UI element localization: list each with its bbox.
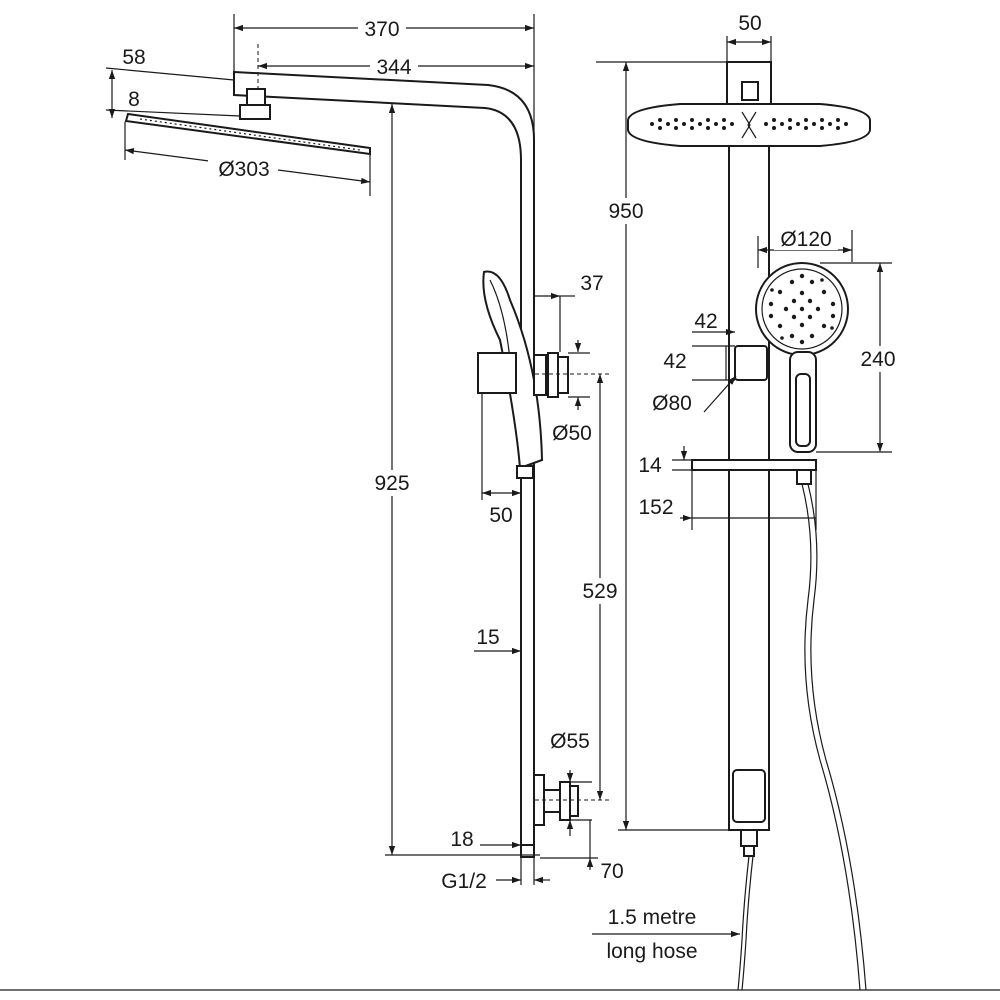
front-inlet [740, 829, 758, 847]
side-arm [233, 70, 535, 846]
front-handshower [755, 262, 849, 453]
dim-arm-length: 344 [376, 56, 411, 79]
dim-holder-depth: 50 [489, 504, 512, 527]
front-hose [737, 483, 867, 991]
dim-handshower-diameter: Ø120 [780, 228, 831, 251]
front-rail [728, 145, 770, 831]
dim-total-height-front: 950 [608, 200, 643, 223]
hose-label-line1: 1.5 metre [608, 906, 697, 929]
dim-inlet-projection: 70 [600, 860, 623, 883]
dim-total-width: 370 [364, 18, 399, 41]
front-overhead-head [627, 103, 871, 147]
dim-head-drop: 58 [122, 46, 145, 69]
dim-handshower-length: 240 [860, 348, 895, 371]
dim-bottom-bracket-diameter: Ø55 [550, 730, 590, 753]
side-head-nut [239, 104, 271, 120]
dim-holder-plate-diameter: Ø80 [652, 392, 692, 415]
dim-holder-spacing: 529 [582, 580, 617, 603]
dim-total-height-side: 925 [374, 472, 409, 495]
dim-bottom-offset: 18 [450, 828, 473, 851]
dim-head-diameter: Ø303 [218, 158, 269, 181]
dim-shelf-thickness: 14 [638, 454, 662, 477]
side-view: 370 344 58 8 Ø303 925 37 Ø50 [105, 14, 624, 893]
dim-holder-height-a: 42 [694, 310, 717, 333]
dim-holder-offset: 37 [580, 272, 603, 295]
dim-head-thickness: 8 [128, 88, 140, 111]
dim-holder-height-b: 42 [663, 350, 686, 373]
dim-shelf-width: 152 [638, 496, 673, 519]
front-hose-connector [796, 469, 812, 485]
side-head-connector [246, 88, 266, 106]
front-holder [734, 345, 768, 381]
front-shelf [691, 459, 817, 471]
side-hose-connector [516, 465, 534, 479]
dim-holder-diameter: Ø50 [552, 422, 592, 445]
dim-rail-diameter: 15 [476, 626, 499, 649]
front-head-nozzles [650, 118, 848, 130]
front-view: 50 950 Ø120 240 42 42 Ø80 14 [0, 12, 1000, 991]
dim-rail-width-top: 50 [738, 12, 761, 35]
side-holder [477, 352, 517, 394]
hose-label-line2: long hose [606, 940, 697, 963]
side-inlet [520, 844, 535, 858]
front-bottom-bracket [732, 769, 766, 823]
dim-inlet-thread: G1/2 [441, 870, 487, 893]
